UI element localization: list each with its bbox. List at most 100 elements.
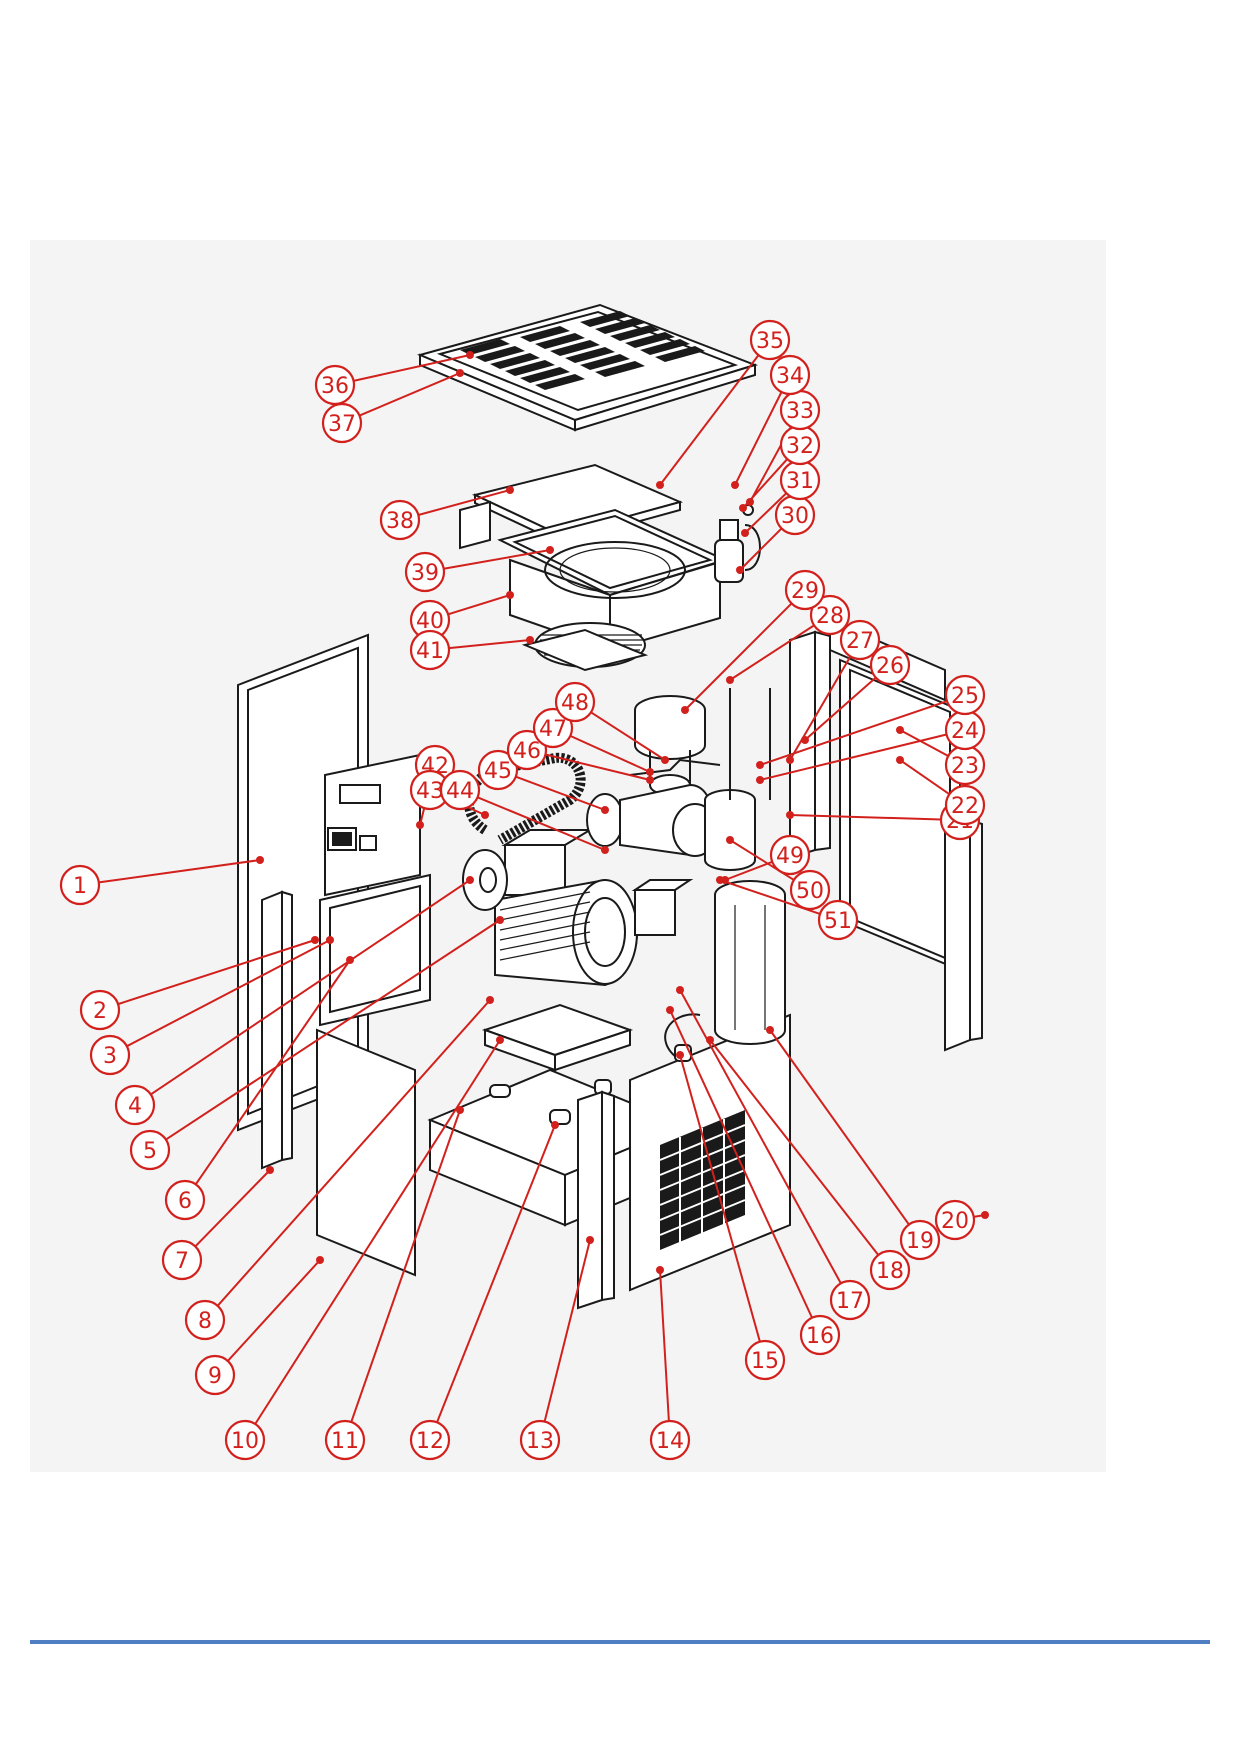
callout-circle	[749, 319, 791, 361]
callout-43: 43	[409, 769, 451, 811]
pipes	[729, 688, 771, 800]
callout-number: 23	[951, 754, 979, 779]
callout-7: 7	[161, 1239, 203, 1281]
callout-number: 29	[791, 579, 819, 604]
leader-dot-27	[786, 756, 794, 764]
callout-45: 45	[477, 749, 519, 791]
callout-28: 28	[809, 594, 851, 636]
callout-circle	[789, 869, 831, 911]
callout-circle	[934, 1199, 976, 1241]
leader-line-36	[353, 354, 471, 382]
leader-line-11	[350, 1109, 461, 1423]
callout-16: 16	[799, 1314, 841, 1356]
callout-31: 31	[779, 459, 821, 501]
leader-line-7	[194, 1169, 271, 1248]
leader-line-27	[789, 655, 852, 761]
callout-number: 13	[526, 1429, 554, 1454]
callout-number: 49	[776, 844, 804, 869]
leader-dot-1	[256, 856, 264, 864]
cooler-column	[789, 630, 831, 860]
leader-dot-9	[316, 1256, 324, 1264]
callout-number: 9	[208, 1364, 222, 1389]
callout-number: 46	[513, 739, 541, 764]
leader-dot-41	[526, 636, 534, 644]
leader-dot-28	[726, 676, 734, 684]
leader-line-13	[543, 1239, 591, 1422]
callout-9: 9	[194, 1354, 236, 1396]
leader-line-10	[254, 1039, 501, 1425]
leader-dot-5	[496, 916, 504, 924]
leader-line-35	[659, 354, 760, 486]
callout-circle	[321, 402, 363, 444]
leader-line-3	[126, 939, 331, 1048]
leader-dot-33	[746, 498, 754, 506]
leader-line-37	[359, 372, 461, 417]
callout-number: 44	[446, 779, 474, 804]
leader-dot-48	[661, 756, 669, 764]
callout-number: 40	[416, 609, 444, 634]
callout-circle	[477, 749, 519, 791]
leader-dot-42	[416, 821, 424, 829]
callout-39: 39	[404, 551, 446, 593]
callout-number: 33	[786, 399, 814, 424]
leader-dot-11	[456, 1106, 464, 1114]
leader-dot-31	[741, 529, 749, 537]
callout-15: 15	[744, 1339, 786, 1381]
leader-dot-34	[731, 481, 739, 489]
callout-circle	[829, 1279, 871, 1321]
leader-line-45	[515, 775, 606, 811]
callout-number: 16	[806, 1324, 834, 1349]
footer-rule	[30, 1640, 1210, 1644]
leader-line-5	[165, 919, 501, 1141]
callout-circle	[379, 499, 421, 541]
callout-circle	[314, 364, 356, 406]
leader-line-49	[724, 860, 773, 881]
leader-dot-43	[481, 811, 489, 819]
callout-circle	[769, 354, 811, 396]
leader-dot-22	[896, 756, 904, 764]
callout-number: 43	[416, 779, 444, 804]
callout-circle	[519, 1419, 561, 1461]
callout-circle	[869, 644, 911, 686]
front-lower-panel	[316, 1028, 416, 1277]
callout-number: 8	[198, 1309, 212, 1334]
leader-line-1	[98, 859, 261, 884]
callout-number: 30	[781, 504, 809, 529]
leader-line-26	[804, 676, 877, 741]
callout-number: 51	[824, 909, 852, 934]
leader-line-30	[739, 527, 783, 571]
callout-circle	[194, 1354, 236, 1396]
callout-47: 47	[532, 707, 574, 749]
callout-circle	[224, 1419, 266, 1461]
leader-dot-14	[656, 1266, 664, 1274]
callout-2: 2	[79, 989, 121, 1031]
callout-number: 11	[331, 1429, 359, 1454]
callout-number: 22	[951, 794, 979, 819]
callout-number: 15	[751, 1349, 779, 1374]
leader-dot-10	[496, 1036, 504, 1044]
callout-number: 45	[484, 759, 512, 784]
leader-dot-4	[466, 876, 474, 884]
leader-dot-21	[786, 811, 794, 819]
callout-33: 33	[779, 389, 821, 431]
callout-circle	[409, 1419, 451, 1461]
leader-dot-32	[739, 504, 747, 512]
leader-line-40	[447, 594, 511, 616]
callout-circle	[869, 1249, 911, 1291]
callout-number: 27	[846, 629, 874, 654]
callout-36: 36	[314, 364, 356, 406]
leader-dot-18	[706, 1036, 714, 1044]
callout-circle	[161, 1239, 203, 1281]
callout-18: 18	[869, 1249, 911, 1291]
leader-dot-39	[546, 546, 554, 554]
motor	[481, 829, 638, 1072]
leader-line-25	[759, 700, 948, 766]
callout-3: 3	[89, 1034, 131, 1076]
leader-line-47	[569, 734, 651, 773]
leader-dot-15	[676, 1051, 684, 1059]
callout-number: 24	[951, 719, 979, 744]
leader-line-29	[684, 602, 793, 711]
callout-38: 38	[379, 499, 421, 541]
left-column-front	[261, 890, 293, 1170]
callout-circle	[184, 1299, 226, 1341]
